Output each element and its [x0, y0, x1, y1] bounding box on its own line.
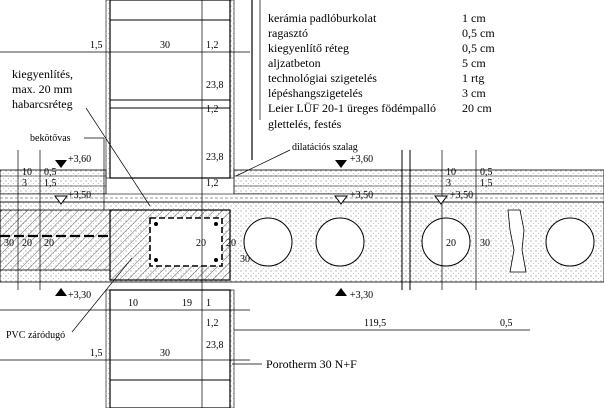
layer-name: aljzatbeton: [268, 56, 321, 70]
leader-lines: [71, 0, 291, 365]
level-bottom-left: +3,30: [68, 290, 91, 301]
layer-name: Leier LÜF 20-1 üreges födémpalló: [268, 101, 436, 115]
dim-label: 1,2: [206, 104, 219, 115]
dim-label: 1,2: [206, 40, 219, 51]
dim-label: 20: [44, 238, 54, 249]
level-floor-mid: +3,50: [350, 190, 373, 201]
leveling-callout-line2: max. 20 mm: [12, 82, 73, 96]
layer-thickness: 1 rtg: [462, 71, 484, 85]
dim-label: 20: [226, 238, 236, 249]
layer-legend: kerámia padlóburkolat 1 cm ragasztó 0,5 …: [268, 11, 495, 131]
layer-name: ragasztó: [268, 26, 308, 40]
upper-wall: [105, 0, 235, 179]
dim-label: 0,5: [500, 318, 513, 329]
leveling-callout-line3: habarcsréteg: [12, 97, 73, 111]
dim-label: 23,8: [206, 340, 224, 351]
dim-label: 119,5: [364, 318, 386, 329]
callouts: kiegyenlítés, max. 20 mm habarcsréteg be…: [6, 67, 358, 371]
layer-thickness: 5 cm: [462, 56, 486, 70]
dim-label: 23,8: [206, 152, 224, 163]
dim-label: 30: [480, 238, 490, 249]
dim-label: 30: [160, 348, 170, 359]
dim-label: 1,2: [206, 318, 219, 329]
dim-label: 3: [22, 178, 27, 189]
level-markers: [54, 160, 448, 296]
dim-label: 3: [446, 178, 451, 189]
dim-label: 0,5: [480, 167, 493, 178]
floor-screed-right: [233, 169, 604, 195]
pvc-callout: PVC záródugó: [6, 330, 65, 341]
dim-label: 20: [22, 238, 32, 249]
dim-label: 19: [182, 298, 192, 309]
break-lines: [401, 150, 411, 290]
dim-label: 30: [4, 238, 14, 249]
level-floor-right: +3,50: [450, 190, 473, 201]
dim-label: 0,5: [44, 167, 57, 178]
dim-label: 10: [128, 298, 138, 309]
dim-label: 1,5: [44, 178, 57, 189]
dim-label: 23,8: [206, 80, 224, 91]
dim-label: 10: [446, 167, 456, 178]
layer-thickness: 3 cm: [462, 86, 486, 100]
layer-thickness: 20 cm: [462, 101, 492, 115]
left-slab: [0, 209, 111, 271]
layer-name: lépéshangszigetelés: [268, 86, 363, 100]
dim-label: 1: [206, 298, 211, 309]
layer-name: technológiai szigetelés: [268, 71, 377, 85]
dim-label: 20: [446, 238, 456, 249]
bond-beam: [109, 209, 231, 281]
wall-callout: Porotherm 30 N+F: [266, 357, 357, 371]
layer-thickness: 0,5 cm: [462, 41, 495, 55]
dim-label: 1,5: [90, 348, 103, 359]
level-floor-left: +3,50: [68, 190, 91, 201]
dimension-labels: 1,5 30 1,2 23,8 1,2 23,8 1,2 10 3 0,5 1,…: [4, 40, 513, 359]
dilatation-callout: dilatációs szalag: [292, 142, 358, 153]
layer-thickness: 1 cm: [462, 11, 486, 25]
dim-label: 10: [22, 167, 32, 178]
dim-label: 30: [160, 40, 170, 51]
dim-label: 1,2: [206, 178, 219, 189]
layer-name: glettelés, festés: [268, 117, 342, 131]
dim-label: 1,5: [90, 40, 103, 51]
dim-label: 20: [196, 238, 206, 249]
level-bottom-mid: +3,30: [350, 290, 373, 301]
layer-thickness: 0,5 cm: [462, 26, 495, 40]
leveling-callout-line1: kiegyenlítés,: [12, 67, 73, 81]
dimension-lines: [0, 0, 530, 408]
level-labels: +3,60 +3,60 +3,50 +3,50 +3,50 +3,30 +3,3…: [68, 154, 473, 301]
layer-name: kerámia padlóburkolat: [268, 11, 377, 25]
dim-label: 1,5: [480, 178, 493, 189]
level-top-mid: +3,60: [350, 154, 373, 165]
bond-beam-callout: bekötővas: [30, 133, 71, 144]
dim-label: 30: [240, 254, 250, 265]
layer-name: kiegyenlítő réteg: [268, 41, 349, 55]
level-top-left: +3,60: [68, 154, 91, 165]
